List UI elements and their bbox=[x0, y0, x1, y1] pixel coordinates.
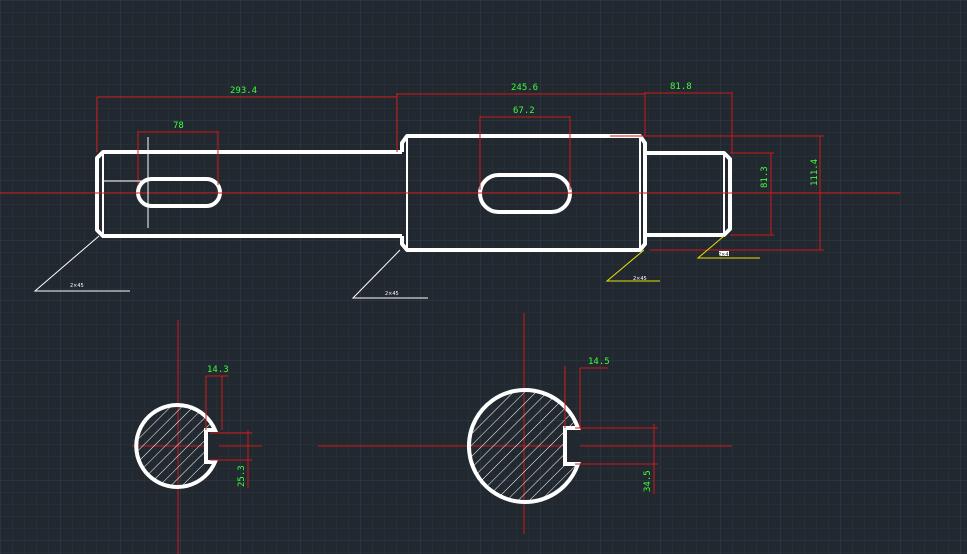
section2-depth: 34.5 bbox=[643, 470, 653, 492]
section1-key-width: 14.3 bbox=[207, 365, 229, 375]
shaft-left-section bbox=[95, 150, 402, 238]
section1-outline bbox=[134, 403, 219, 489]
section1-depth: 25.3 bbox=[237, 465, 247, 487]
chamfer-label-right-yellow: 2×45 bbox=[633, 276, 647, 282]
shaft-right-section bbox=[645, 151, 732, 237]
dim-middle-keyway-length: 67.2 bbox=[513, 106, 535, 116]
section-view-2[interactable]: 14.5 34.5 bbox=[318, 313, 732, 534]
chamfer-label-middle: 2×45 bbox=[385, 291, 399, 297]
dim-left-keyway-length: 78 bbox=[173, 121, 184, 131]
dim-middle-length: 245.6 bbox=[511, 83, 538, 93]
section-view-1[interactable]: 14.3 25.3 bbox=[130, 320, 262, 554]
dim-left-length: 293.4 bbox=[230, 86, 257, 96]
section2-key-width: 14.5 bbox=[588, 357, 610, 367]
chamfer-leaders bbox=[33, 235, 760, 299]
chamfer-label-left: 2×45 bbox=[70, 283, 84, 289]
chamfer-label-right-white: 2×45 bbox=[718, 252, 732, 258]
dimension-lines-top bbox=[96, 92, 824, 251]
dim-right-small-diameter: 81.3 bbox=[760, 166, 770, 188]
dim-right-large-diameter: 111.4 bbox=[810, 159, 820, 186]
dim-right-length: 81.8 bbox=[670, 82, 692, 92]
section2-outline bbox=[467, 388, 581, 504]
